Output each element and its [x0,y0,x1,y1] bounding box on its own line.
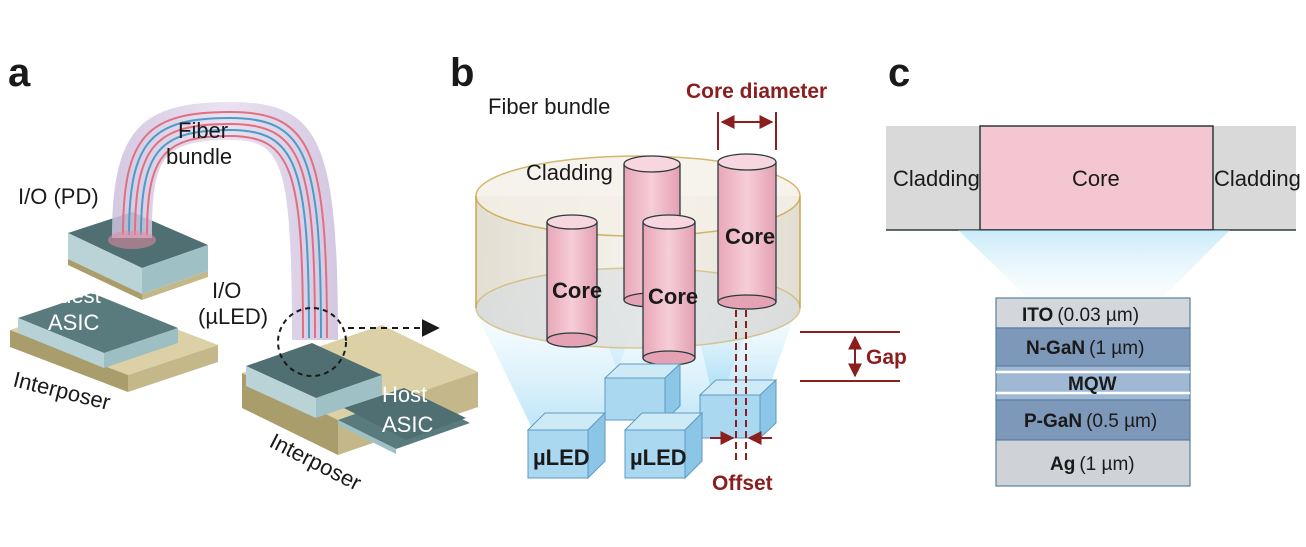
core-section-label: Core [1072,166,1120,191]
io-pd-label: I/O (PD) [18,184,99,209]
offset-dimension [710,310,772,462]
guest-asic-label-line2: ASIC [48,310,99,335]
uled-block-back-1 [603,362,682,422]
panel-c-letter: c [888,51,910,95]
light-cone [958,230,1230,300]
uled-block-back-2 [698,378,778,440]
core-diameter-dimension [717,112,777,150]
fiber-bundle-label: Fiber bundle [488,94,610,119]
core-1 [546,214,598,348]
core-label-2: Core [648,284,698,309]
panel-b-letter: b [450,51,474,95]
core-4 [717,153,777,310]
layer-label-pgan: P-GaN(0.5 µm) [1024,411,1157,432]
layer-label-ag: Ag(1 µm) [1050,454,1135,475]
core-region [979,125,1214,231]
panel-a: a [8,51,478,495]
core-3 [642,214,696,366]
uled-chip [246,343,382,418]
layer-ito [995,297,1191,329]
layer-label-ngan: N-GaN(1 µm) [1026,338,1144,359]
layer-label-ito: ITO(0.03 µm) [1022,305,1139,326]
layer-stack [995,297,1191,487]
panel-c: c Cladding Core Cladding ITO(0.03 µm) N-… [886,51,1301,487]
layer-ngan [995,327,1191,367]
uled-label-1: µLED [533,445,590,470]
uled-label-2: µLED [630,445,687,470]
host-asic-label-line2: ASIC [382,412,433,437]
cladding-right-label: Cladding [1214,166,1301,191]
core-diameter-label: Core diameter [686,80,827,103]
core-label-3: Core [725,224,775,249]
layer-label-mqw: MQW [1068,374,1117,395]
layer-ag [995,439,1191,487]
uled-block-front-1 [526,411,607,480]
fiber-bundle-arch [108,102,338,340]
guest-asic [18,293,178,368]
cladding-label: Cladding [526,160,613,185]
io-uled-label-line1: I/O [212,278,241,303]
cladding-left-label: Cladding [893,166,980,191]
gap-label: Gap [866,346,907,369]
core-label-1: Core [552,278,602,303]
io-uled-label-line2: (µLED) [198,304,268,329]
highlight-circle [277,307,347,377]
host-asic-label-line1: Host [382,382,427,407]
offset-label: Offset [712,472,773,495]
gap-dimension [800,331,900,382]
host-asic [338,388,470,454]
uled-block-front-2 [623,411,704,480]
fiber-label-line1: Fiber [178,118,228,143]
guest-asic-label-line1: Guest [42,283,101,308]
fiber-label-line2: bundle [166,144,232,169]
panel-b: b [450,51,907,495]
panel-a-letter: a [8,51,31,95]
